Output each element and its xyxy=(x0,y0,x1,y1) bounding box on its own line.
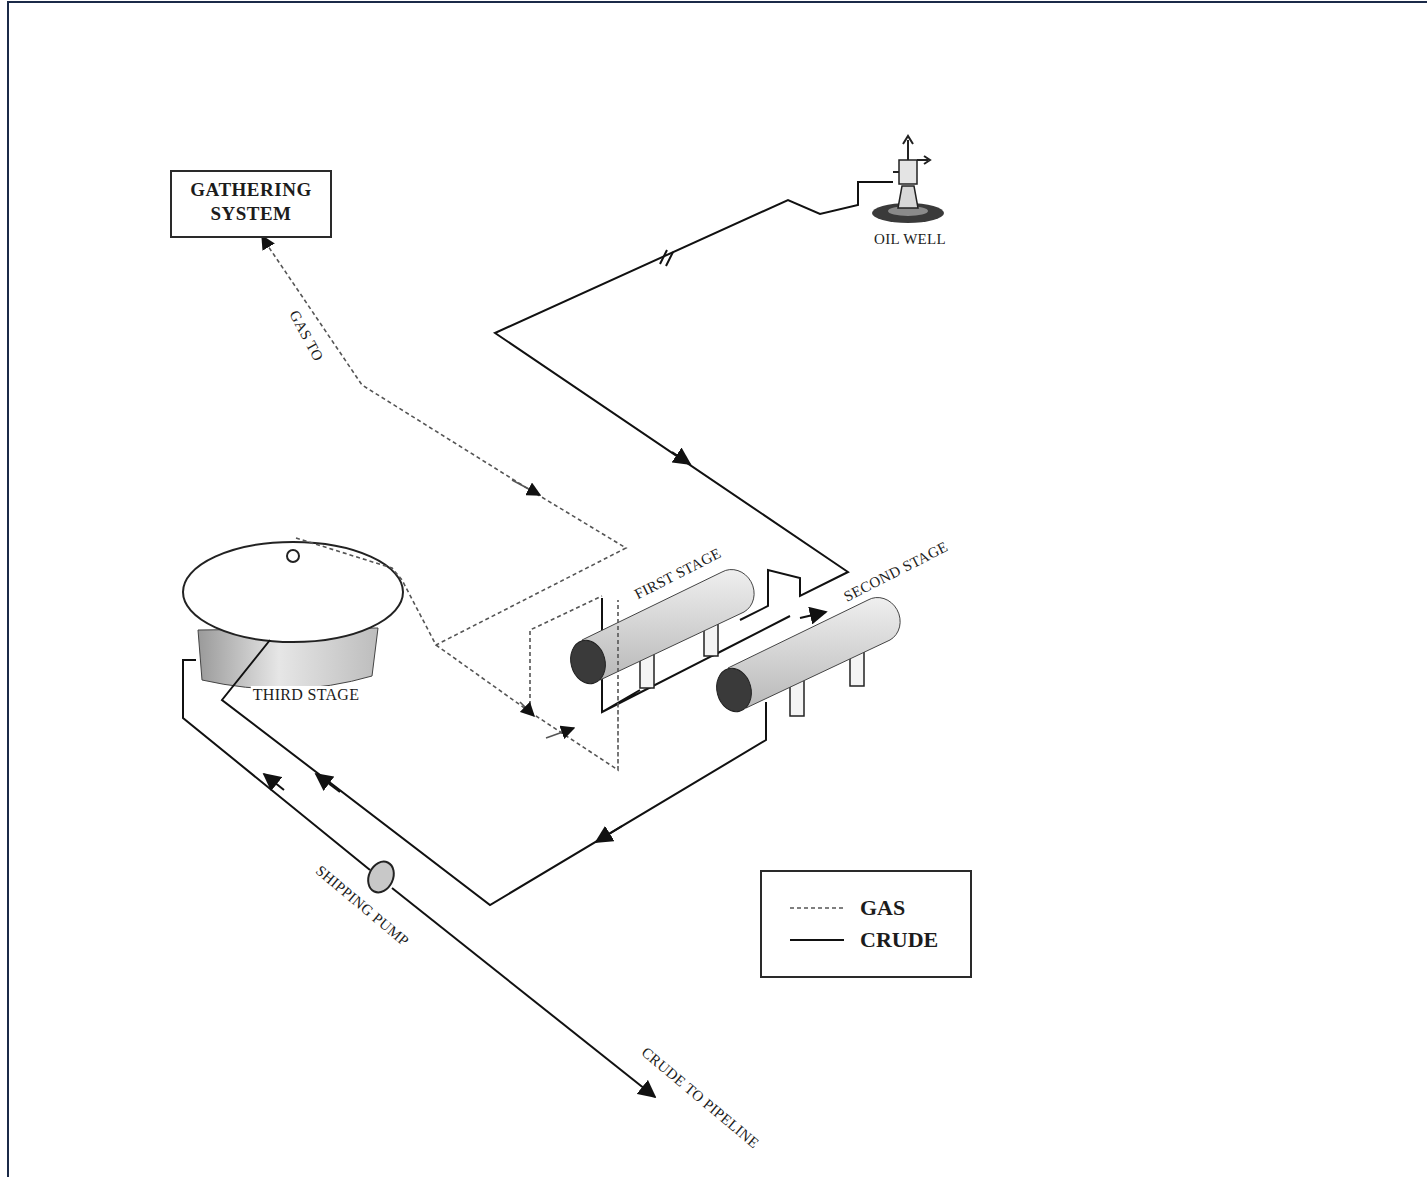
legend-entry: GAS xyxy=(788,892,960,924)
legend-sample xyxy=(788,937,846,943)
gas-line xyxy=(268,246,626,645)
part-label: OIL WELL xyxy=(872,231,948,248)
pipe-break-mark xyxy=(660,250,673,266)
legend-sample xyxy=(788,905,846,911)
vessel-head xyxy=(566,636,610,687)
wellhead-body xyxy=(898,186,918,208)
gas-line-sample xyxy=(790,907,844,909)
gas-arrow xyxy=(546,728,574,738)
gas-line xyxy=(530,600,618,770)
gathering-system-box: GATHERING SYSTEM xyxy=(170,170,332,238)
node-label: GATHERING SYSTEM xyxy=(180,178,322,226)
part-label: SHIPPING PUMP xyxy=(311,861,414,951)
flow-arrow xyxy=(596,826,622,842)
legend-label: CRUDE xyxy=(860,927,938,953)
gas-line xyxy=(436,596,602,712)
flow-arrow xyxy=(316,774,340,792)
crude-line xyxy=(222,640,766,905)
legend-box: GAS CRUDE xyxy=(760,870,972,978)
flow-arrow xyxy=(672,452,690,464)
legend-label: GAS xyxy=(860,895,905,921)
christmas-tree xyxy=(899,160,917,184)
part-label: SECOND STAGE xyxy=(839,538,952,607)
crude-flowline xyxy=(495,182,893,620)
wellhead-valves xyxy=(893,136,930,172)
crude-to-pipeline-line xyxy=(392,888,655,1097)
shipping-pump xyxy=(363,857,398,896)
flow-arrow xyxy=(264,774,284,790)
flow-arrow xyxy=(800,612,826,618)
part-label: FIRST STAGE xyxy=(630,544,726,604)
part-label: CRUDE TO PIPELINE xyxy=(636,1043,763,1154)
crude-line-sample xyxy=(790,939,844,941)
crude-line xyxy=(183,660,370,870)
page-frame xyxy=(8,2,1427,1177)
gas-arrow xyxy=(520,702,534,716)
tank-vent xyxy=(287,550,299,562)
second-stage-separator xyxy=(728,598,900,708)
third-stage-tank-roof xyxy=(183,542,403,642)
part-label: THIRD STAGE xyxy=(251,686,361,704)
legend-entry: CRUDE xyxy=(788,924,960,956)
gas-arrow xyxy=(512,480,540,495)
part-label: GAS TO xyxy=(285,306,328,366)
vessel-head xyxy=(712,664,756,715)
